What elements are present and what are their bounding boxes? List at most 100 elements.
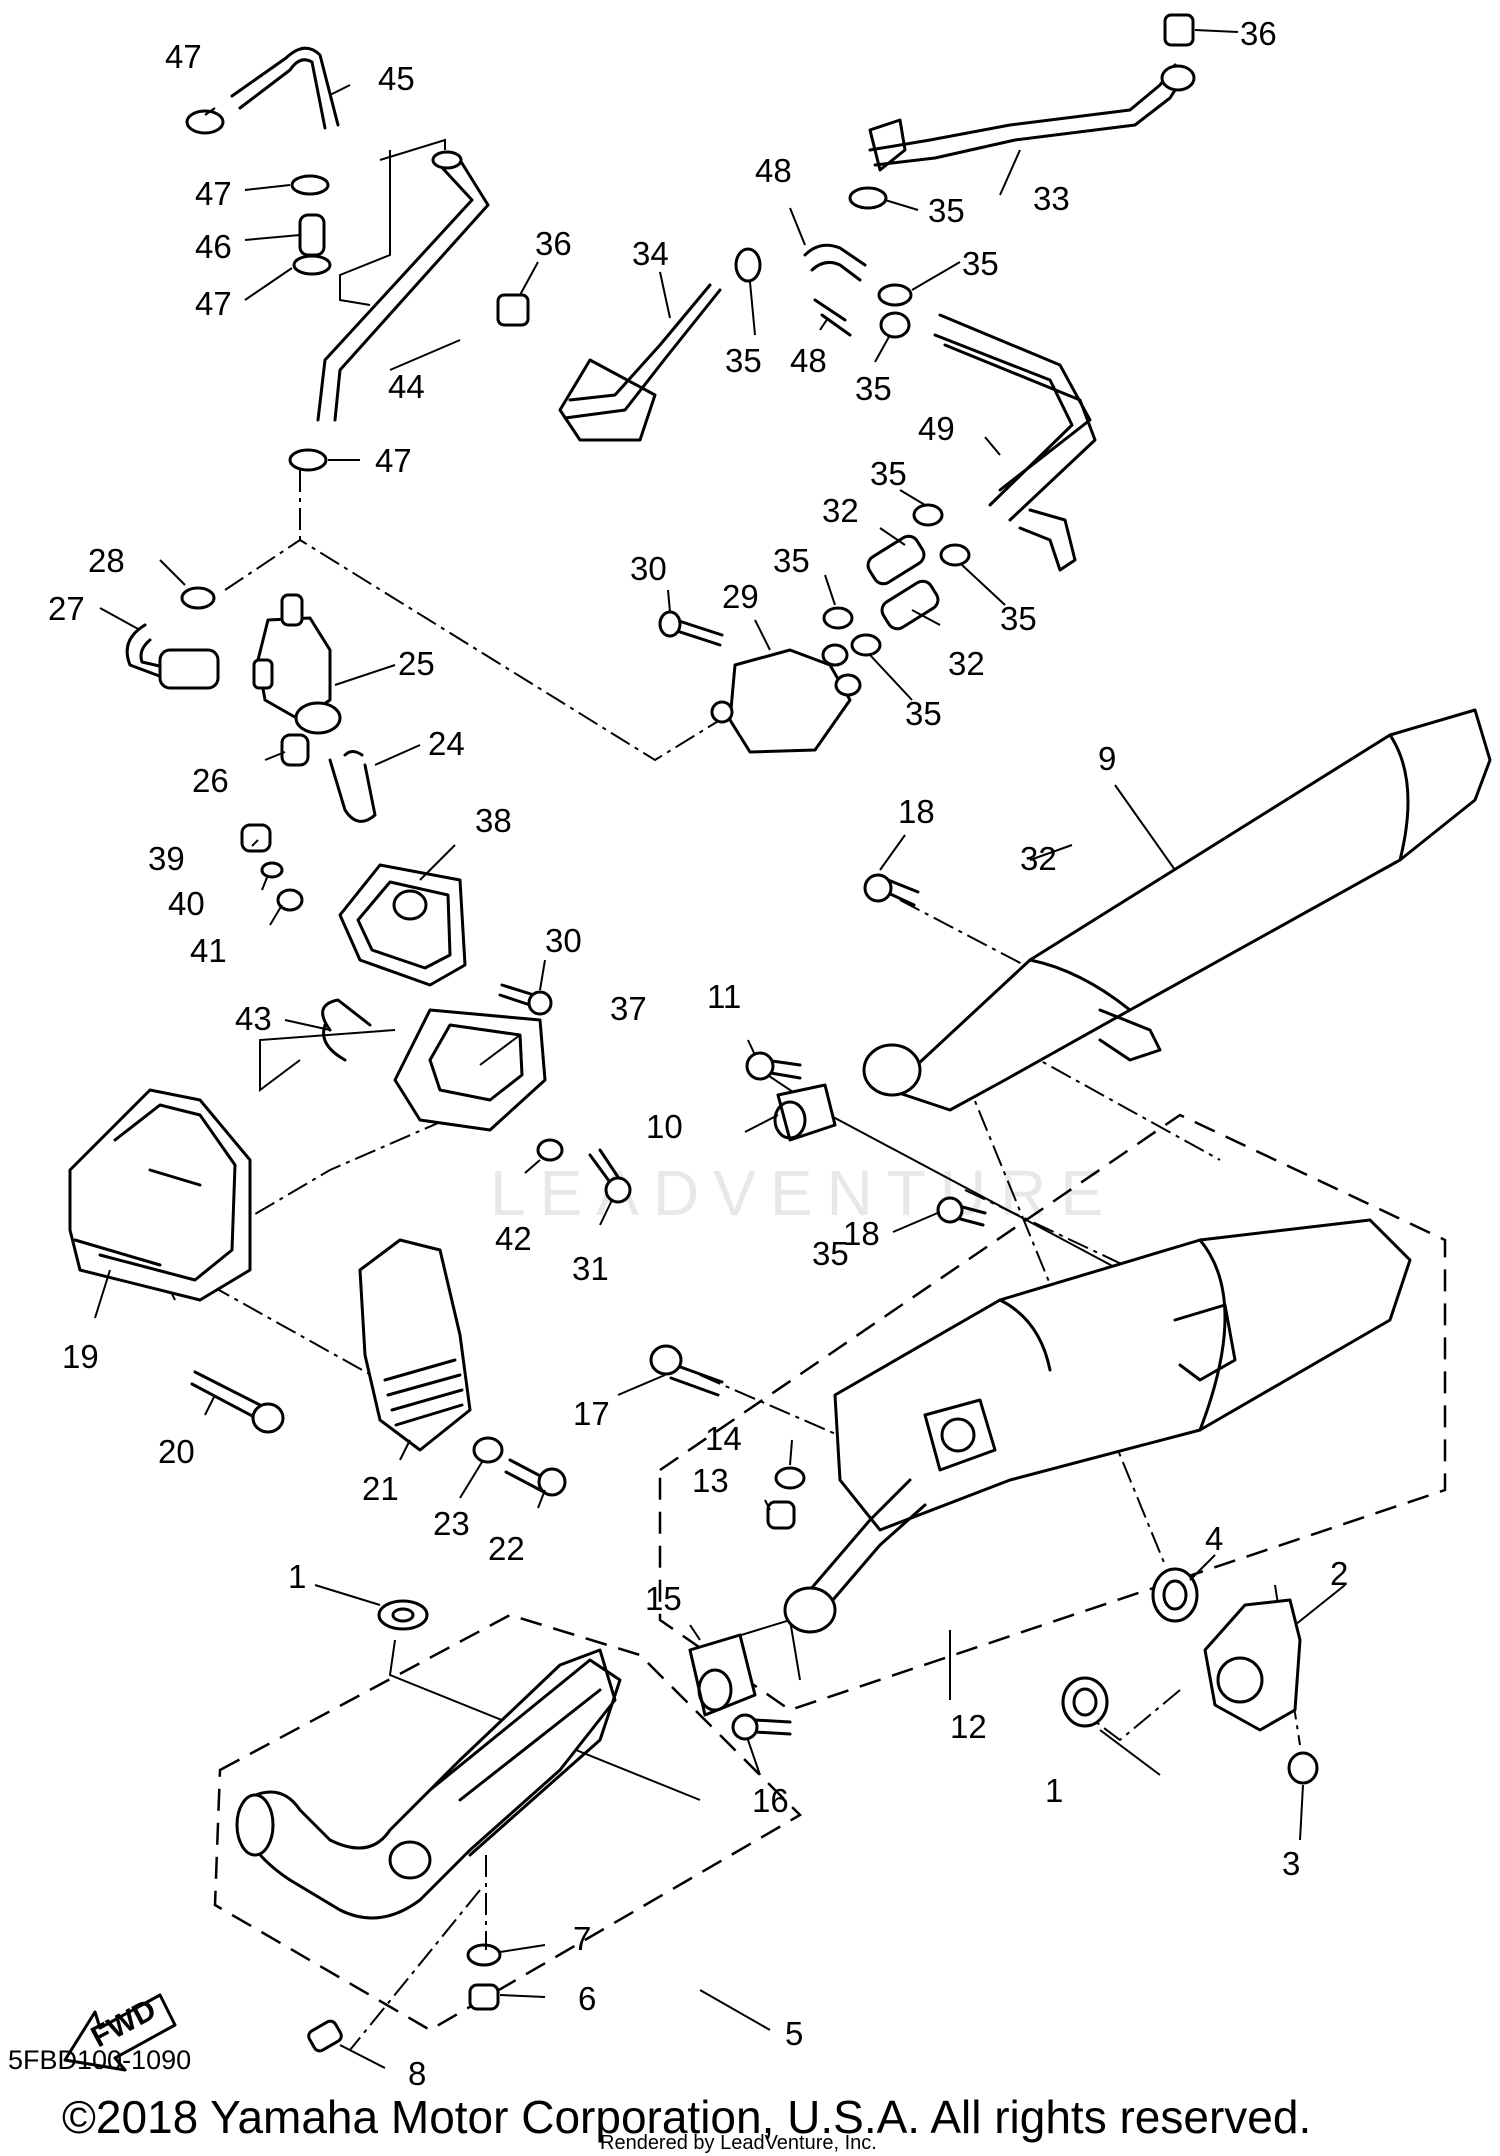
screw-31 xyxy=(588,1148,622,1187)
bracket-2-bore xyxy=(1216,1656,1264,1704)
callout-32-right: 32 xyxy=(1020,840,1057,877)
callout-45: 45 xyxy=(378,60,415,97)
callout-18-top: 18 xyxy=(898,793,935,830)
washer-7 xyxy=(466,1943,502,1967)
washer-42 xyxy=(536,1138,564,1162)
clamp-35-a xyxy=(848,186,888,210)
callout-34: 34 xyxy=(632,235,669,272)
nut-6 xyxy=(468,1983,500,2011)
pipe-49 xyxy=(933,313,1097,522)
callout-23: 23 xyxy=(433,1505,470,1542)
callout-leaders xyxy=(94,29,1346,2069)
pipe-34 xyxy=(563,283,722,420)
callout-35-a: 35 xyxy=(928,192,965,229)
exhaust-pipe-5-flange xyxy=(388,1840,432,1880)
callout-47-bottom: 47 xyxy=(375,442,412,479)
callout-35-i: 35 xyxy=(812,1235,849,1272)
clamp-35-d xyxy=(879,311,911,339)
bolt-18-top-head xyxy=(863,873,893,903)
joint-32-b xyxy=(880,579,940,631)
callout-47-second: 47 xyxy=(195,175,232,212)
reed-valve-29 xyxy=(728,648,852,754)
screw-30-middle xyxy=(498,983,536,1007)
exhaust-pipe-5-heat-guard xyxy=(428,1658,622,1857)
cover-38-inner xyxy=(356,880,452,970)
gasket-4 xyxy=(1151,1567,1199,1623)
callout-16: 16 xyxy=(752,1782,789,1819)
cover-21-fins xyxy=(383,1358,464,1427)
callout-44: 44 xyxy=(388,368,425,405)
pipe-49-bracket xyxy=(1018,508,1077,572)
callout-35-c: 35 xyxy=(725,342,762,379)
cover-37-inner xyxy=(428,1023,524,1102)
head-to-cover-line xyxy=(209,1284,381,1381)
callout-49: 49 xyxy=(918,410,955,447)
clamp-47-top xyxy=(185,109,225,135)
callout-48-top: 48 xyxy=(755,152,792,189)
nut-39 xyxy=(240,823,272,853)
nut-3 xyxy=(1287,1751,1319,1785)
plug-36-top xyxy=(1163,13,1195,47)
callout-35-b: 35 xyxy=(962,245,999,282)
muffler-9-inlet xyxy=(862,1043,922,1097)
callout-29: 29 xyxy=(722,578,759,615)
gasket-1-top-line xyxy=(388,1639,701,1801)
callout-26: 26 xyxy=(192,762,229,799)
callout-25: 25 xyxy=(398,645,435,682)
reed-valve-29-mount xyxy=(710,700,734,724)
screw-30-top-head xyxy=(658,610,682,638)
gasket-1-top xyxy=(377,1599,429,1631)
bolt-22-head xyxy=(537,1467,567,1497)
callout-40: 40 xyxy=(168,885,205,922)
callout-31: 31 xyxy=(572,1250,609,1287)
gasket-1-right xyxy=(1061,1676,1109,1728)
callout-32-bottom: 32 xyxy=(948,645,985,682)
nut-13 xyxy=(766,1500,796,1530)
muffler-9-bracket xyxy=(1098,1008,1162,1062)
joint-15-bore xyxy=(697,1668,733,1712)
callout-35-f: 35 xyxy=(1000,600,1037,637)
joint-32-a xyxy=(866,534,926,586)
callout-36-left: 36 xyxy=(535,225,572,262)
callout-1-top: 1 xyxy=(288,1558,306,1595)
callout-33: 33 xyxy=(1033,180,1070,217)
exhaust-pipe-group-outline xyxy=(213,1613,803,2032)
callout-30-middle: 30 xyxy=(545,922,582,959)
bolt-20-head xyxy=(251,1402,285,1434)
bolt-20 xyxy=(190,1370,262,1420)
clamp-35-c xyxy=(877,283,913,307)
callout-7: 7 xyxy=(573,1920,591,1957)
callout-46: 46 xyxy=(195,228,232,265)
muffler-assy-12-pipe xyxy=(808,1478,927,1617)
callout-47-third: 47 xyxy=(195,285,232,322)
hose-48-a xyxy=(803,243,867,282)
callout-2: 2 xyxy=(1330,1555,1348,1592)
callout-labels: 1 1 2 3 4 5 6 7 8 9 10 11 12 13 14 15 16… xyxy=(48,15,1348,2092)
reed-valve-link-line xyxy=(224,538,721,762)
muffler-assy-12-flange xyxy=(923,1398,997,1472)
callout-35-h: 35 xyxy=(905,695,942,732)
callout-48-bottom: 48 xyxy=(790,342,827,379)
bracket-2 xyxy=(1203,1598,1302,1732)
muffler-9 xyxy=(888,708,1492,1112)
clamp-47-third xyxy=(292,254,332,276)
reed-frame-line xyxy=(339,150,391,306)
callout-1-right: 1 xyxy=(1045,1772,1063,1809)
gasket-1-right-inner xyxy=(1072,1687,1098,1717)
nut-8 xyxy=(307,2019,343,2053)
air-cut-valve-25-stem xyxy=(280,593,304,627)
callout-41: 41 xyxy=(190,932,227,969)
air-cut-valve-25-base xyxy=(294,701,342,735)
callout-35-d: 35 xyxy=(855,370,892,407)
callout-39: 39 xyxy=(148,840,185,877)
screw-31-head xyxy=(604,1176,632,1204)
clamp-35-h xyxy=(850,633,882,657)
callout-13: 13 xyxy=(692,1462,729,1499)
callout-17: 17 xyxy=(573,1395,610,1432)
callout-10: 10 xyxy=(646,1108,683,1145)
callout-22: 22 xyxy=(488,1530,525,1567)
callout-43: 43 xyxy=(235,1000,272,1037)
joint-46 xyxy=(298,213,326,257)
washer-41 xyxy=(276,888,304,912)
